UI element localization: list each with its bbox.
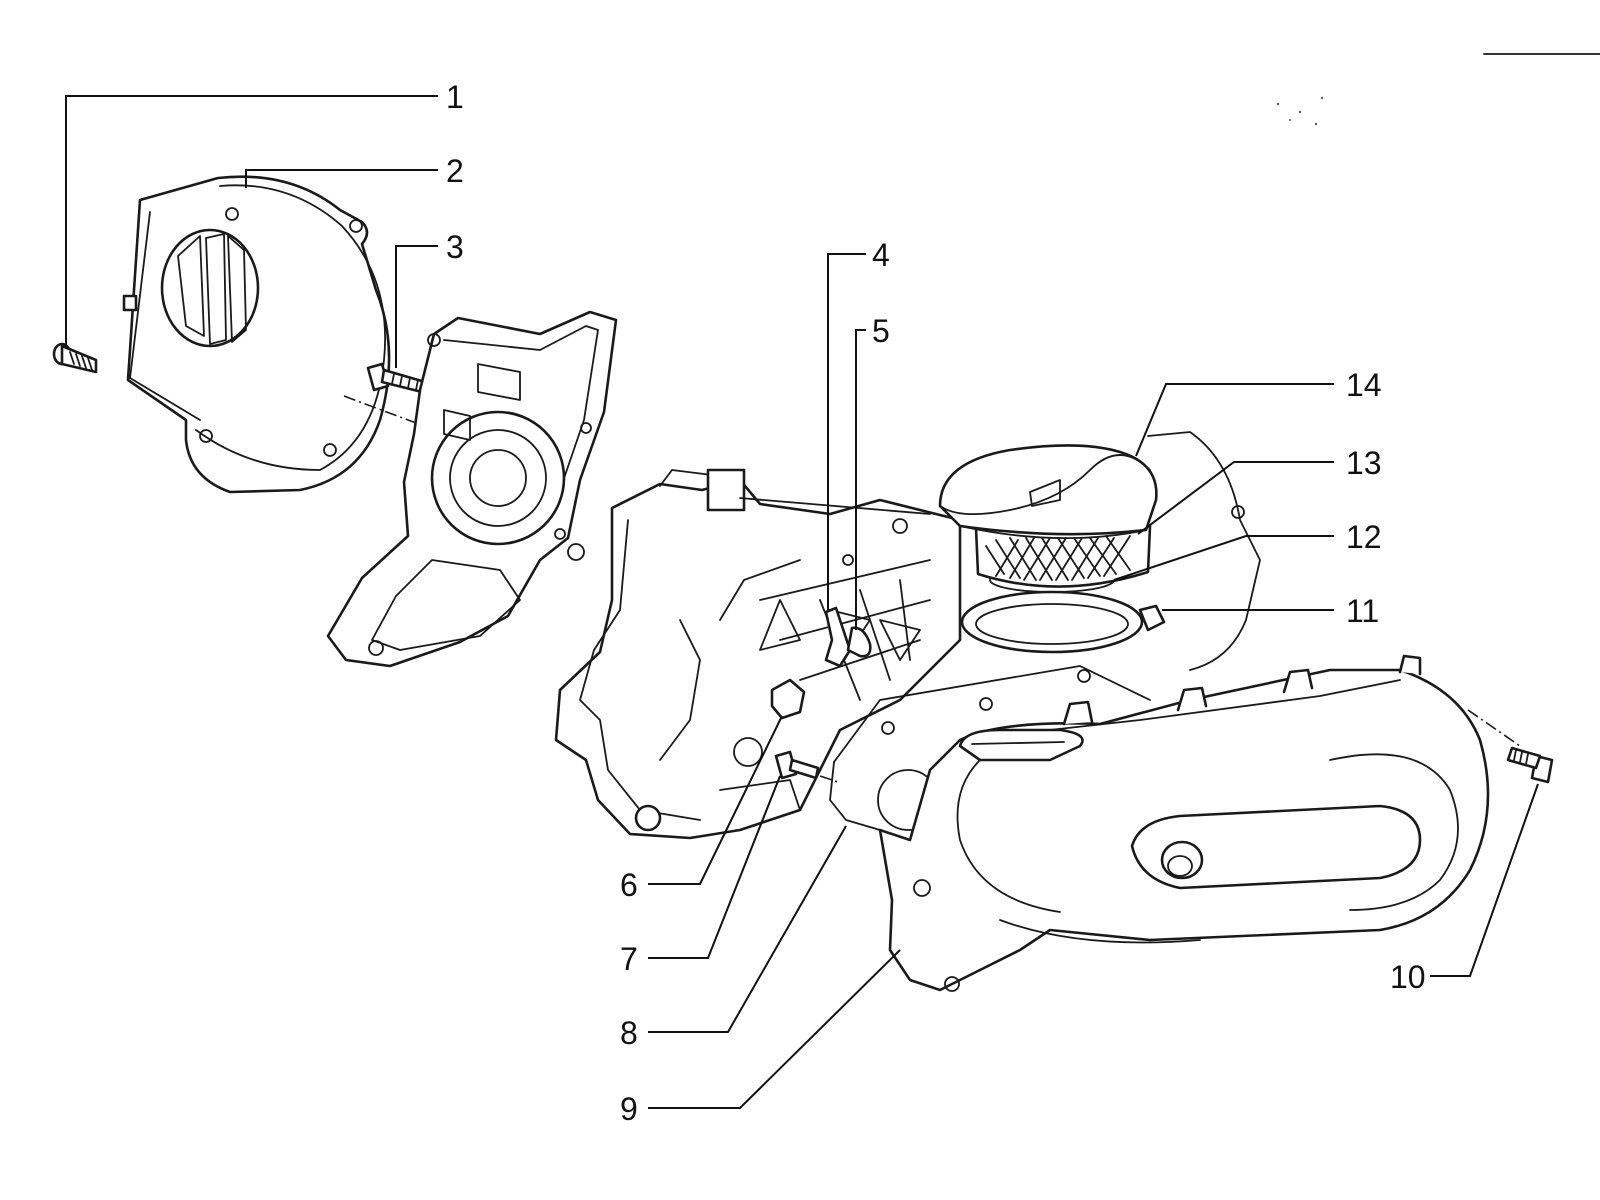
part-2-fan-cowling [122,175,391,494]
leader-13 [1137,461,1334,535]
leader-8 [648,825,847,1033]
callout-10: 10 [1390,959,1426,995]
leader-4 [827,253,866,610]
leader-lines [65,95,1539,1109]
part-14-filter-cap [938,444,1158,539]
callout-7: 7 [620,941,638,977]
callout-8: 8 [620,1015,638,1051]
callout-2: 2 [446,153,464,189]
part-5-seal [846,626,872,658]
leader-9 [648,949,901,1109]
part-13-filter-element [974,524,1152,588]
crankcase [554,468,962,840]
leader-1 [65,95,438,346]
part-6-plug [770,678,806,720]
callout-9: 9 [620,1091,638,1127]
callout-1: 1 [446,79,464,115]
leader-10 [1430,783,1539,977]
callout-11: 11 [1346,593,1379,629]
leader-12 [1113,535,1334,581]
callout-6: 6 [620,867,638,903]
flywheel-housing [326,310,618,668]
part-10-bolt [1506,746,1554,784]
part-4-gasket [824,606,852,668]
callout-3: 3 [446,229,464,265]
callout-14: 14 [1346,367,1382,403]
scan-specks [1276,53,1600,126]
leader-6 [648,715,783,885]
part-11-seal-ring [960,590,1166,654]
filter-mounting-flange [1147,431,1261,671]
leader-2 [245,169,438,188]
leader-7 [648,775,781,959]
callout-5: 5 [872,313,890,349]
part-9-transmission-cover [878,654,1521,992]
leader-3 [395,245,438,368]
part-7-bolt [774,750,839,783]
leader-14 [1135,383,1334,457]
callout-labels: 1 2 3 4 5 6 7 8 9 10 11 12 13 14 [446,79,1426,1127]
leader-5 [855,329,866,630]
callout-4: 4 [872,237,890,273]
part-1-screw [52,342,98,374]
callout-12: 12 [1346,519,1382,555]
callout-13: 13 [1346,445,1382,481]
